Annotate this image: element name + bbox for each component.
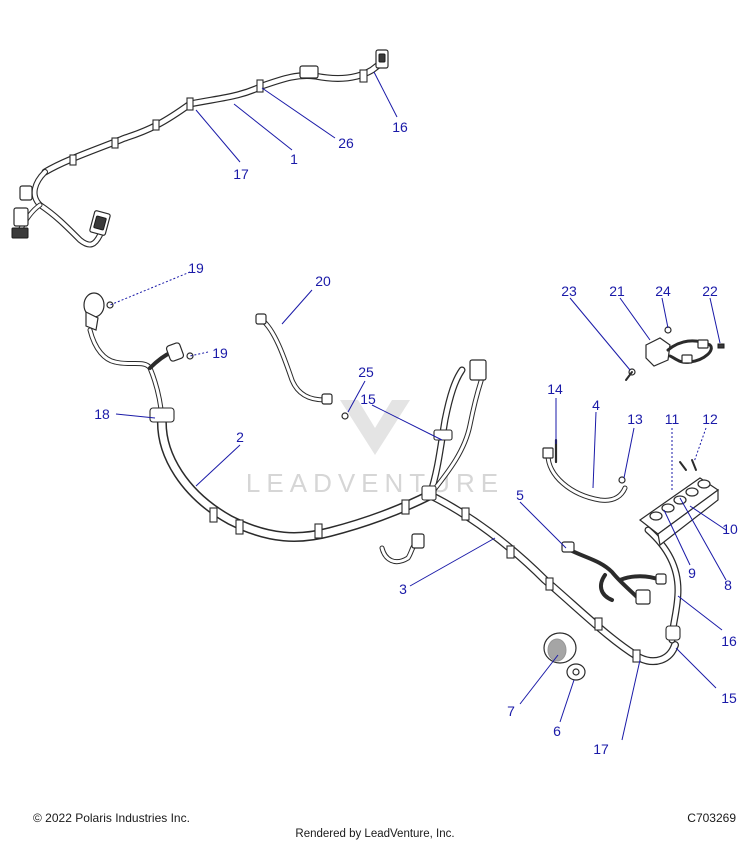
cable-part-20 <box>255 313 333 405</box>
callout-24: 24 <box>655 283 671 299</box>
leader-lines <box>109 71 727 741</box>
callout-2: 2 <box>236 429 244 445</box>
callout-18: 18 <box>94 406 110 422</box>
module-parts-21-24 <box>625 326 725 381</box>
small-parts <box>106 301 697 681</box>
figure-id: C703269 <box>687 811 736 825</box>
callout-3: 3 <box>399 581 407 597</box>
callout-16-lower: 16 <box>721 633 737 649</box>
connector-cluster <box>561 541 667 605</box>
callout-12: 12 <box>702 411 718 427</box>
harness-part-2 <box>83 292 435 542</box>
callout-6: 6 <box>553 723 561 739</box>
callout-20: 20 <box>315 273 331 289</box>
callout-4: 4 <box>592 397 600 413</box>
callout-17-lower: 17 <box>593 741 609 757</box>
callout-14: 14 <box>547 381 563 397</box>
callout-19-lower: 19 <box>212 345 228 361</box>
callout-10: 10 <box>722 521 738 537</box>
callout-7: 7 <box>507 703 515 719</box>
callout-9: 9 <box>688 565 696 581</box>
relay-block-parts-8-10 <box>638 477 720 644</box>
callout-15-upper: 15 <box>360 391 376 407</box>
callout-8: 8 <box>724 577 732 593</box>
callouts: 1 2 3 4 5 6 7 8 9 10 11 12 13 14 15 15 1… <box>94 119 738 757</box>
callout-25: 25 <box>358 364 374 380</box>
callout-13: 13 <box>627 411 643 427</box>
rendered-by-text: Rendered by LeadVenture, Inc. <box>295 828 455 840</box>
callout-22: 22 <box>702 283 718 299</box>
callout-1: 1 <box>290 151 298 167</box>
callout-21: 21 <box>609 283 625 299</box>
callout-5: 5 <box>516 487 524 503</box>
callout-26: 26 <box>338 135 354 151</box>
callout-11: 11 <box>665 411 680 427</box>
harness-part-1 <box>11 49 389 248</box>
callout-16-upper: 16 <box>392 119 408 135</box>
callout-15-lower: 15 <box>721 690 737 706</box>
cable-part-4 <box>542 447 628 503</box>
callout-17-upper: 17 <box>233 166 249 182</box>
watermark: LEADVENTURE <box>246 400 504 498</box>
copyright-text: © 2022 Polaris Industries Inc. <box>33 811 190 825</box>
callout-19-upper: 19 <box>188 260 204 276</box>
harness-part-3 <box>379 359 679 666</box>
callout-23: 23 <box>561 283 577 299</box>
watermark-text: LEADVENTURE <box>246 468 504 498</box>
